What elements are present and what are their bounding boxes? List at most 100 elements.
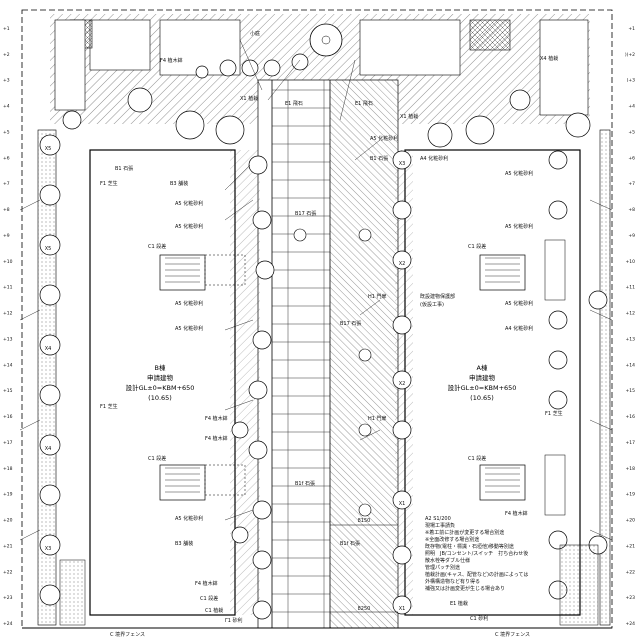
annotation: B1f 石張 bbox=[340, 541, 360, 547]
annotation: C1 砂利 bbox=[470, 615, 488, 622]
grid-marker: +17 bbox=[3, 440, 13, 446]
building-a-type: 申請建物 bbox=[469, 373, 496, 382]
building-b-elev: (10.65) bbox=[148, 394, 172, 402]
notes-block: A2 S1/200 現場工事請負 ※着工前に計画が変更する場合別途 ※全面改修す… bbox=[425, 516, 528, 592]
annotation: B3 舗装 bbox=[170, 180, 188, 187]
grid-marker: )+3 bbox=[627, 78, 636, 84]
tree-label: X1 bbox=[399, 501, 406, 507]
note-line: ※着工前に計画が変更する場合別途 bbox=[425, 529, 504, 536]
grid-marker: +13 bbox=[626, 336, 636, 342]
annotation: (仮設工事) bbox=[420, 301, 444, 308]
building-b-stair-2 bbox=[159, 464, 206, 501]
grid-marker: +14 bbox=[626, 362, 636, 368]
grid-marker: +8 bbox=[628, 207, 635, 213]
right-grid-markers: +1)(+2)+3+4+5+6+7+8+9+10+11+12+13+14+15+… bbox=[625, 26, 635, 627]
building-b-name: B棟 bbox=[155, 363, 166, 372]
top-tree-large bbox=[309, 23, 343, 57]
note-line: 既存物(電柱・標識・石垣他)移動等別途 bbox=[425, 543, 514, 550]
annotation: B1f 石張 bbox=[295, 481, 315, 487]
note-line: 散水栓等ダブル仕様 bbox=[425, 557, 470, 564]
grid-marker: +2 bbox=[3, 52, 10, 58]
grid-marker: +1 bbox=[628, 26, 635, 32]
grid-marker: +7 bbox=[628, 181, 635, 187]
grid-marker: +5 bbox=[3, 129, 10, 135]
tree-label: X5 bbox=[45, 146, 52, 152]
annotation: F4 植木鉢 bbox=[505, 510, 528, 517]
grid-marker: +6 bbox=[3, 155, 10, 161]
grid-marker: +14 bbox=[3, 362, 13, 368]
leader-lines bbox=[19, 39, 613, 541]
tree-label: X1 bbox=[399, 606, 406, 612]
dimension-label: 8250 bbox=[358, 606, 371, 612]
right-planting-strip bbox=[599, 129, 611, 626]
grid-marker: +22 bbox=[3, 569, 13, 575]
grid-marker: +16 bbox=[626, 414, 636, 420]
annotation: 小庭 bbox=[250, 30, 260, 37]
annotation: X1 植栽 bbox=[240, 95, 258, 102]
annotation: C1 段差 bbox=[148, 243, 166, 250]
grid-marker: +21 bbox=[3, 543, 13, 549]
grid-marker: +19 bbox=[626, 492, 636, 498]
tree-label: X4 bbox=[45, 446, 52, 452]
grid-marker: +13 bbox=[3, 336, 13, 342]
annotation: E1 植栽 bbox=[450, 600, 468, 607]
annotation: 既設建物保護部 bbox=[420, 293, 455, 300]
annotation: C 境界フェンス bbox=[495, 631, 530, 638]
annotation: F4 植木鉢 bbox=[195, 580, 218, 587]
annotation: A5 化粧砂利 bbox=[175, 515, 203, 522]
annotation: A5 化粧砂利 bbox=[505, 223, 533, 230]
annotation: A5 化粧砂利 bbox=[175, 300, 203, 307]
building-b-label: B棟 申請建物 設計GL±0=KBM+650 (10.65) bbox=[126, 363, 195, 402]
annotation: X4 植栽 bbox=[540, 55, 558, 62]
avenue-west-trees bbox=[231, 155, 275, 620]
grid-marker: +4 bbox=[3, 104, 10, 110]
grid-marker: +12 bbox=[3, 311, 13, 317]
avenue-east-trees bbox=[392, 150, 412, 615]
annotation: F1 芝生 bbox=[100, 180, 118, 187]
annotation: C1 段差 bbox=[148, 455, 166, 462]
grid-marker: +18 bbox=[3, 466, 13, 472]
annotation: F1 芝生 bbox=[100, 403, 118, 410]
grid-marker: +10 bbox=[626, 259, 636, 265]
grid-marker: +23 bbox=[3, 595, 13, 601]
tree-label: X3 bbox=[399, 161, 406, 167]
annotation: A5 化粧砂利 bbox=[505, 300, 533, 307]
annotation: F4 植木鉢 bbox=[205, 415, 228, 422]
annotation: A4 化粧砂利 bbox=[420, 155, 448, 162]
note-line: ※全面改修する場合別途 bbox=[425, 536, 479, 543]
annotation: C1 植栽 bbox=[205, 607, 223, 614]
grid-marker: +12 bbox=[626, 311, 636, 317]
building-a-label: A棟 申請建物 設計GL±0=KBM+650 (10.65) bbox=[448, 363, 517, 402]
annotation: C1 段差 bbox=[468, 455, 486, 462]
note-line: 補強又は計画変更が生じる場合あり bbox=[425, 585, 505, 592]
annotation: C 境界フェンス bbox=[110, 631, 145, 638]
grid-marker: +15 bbox=[626, 388, 636, 394]
note-line: 植栽計画(キャス、配管など)の計画によっては bbox=[425, 571, 528, 578]
annotation: H1 門扉 bbox=[368, 415, 387, 422]
annotation: B17 石張 bbox=[295, 211, 316, 217]
annotation: B1 石張 bbox=[370, 156, 388, 162]
building-a-name: A棟 bbox=[477, 363, 488, 372]
top-tree-row bbox=[62, 53, 591, 148]
annotation: E1 飛石 bbox=[285, 101, 303, 107]
annotation-labels: B1 石張 B3 舗装 A5 化粧砂利 A5 化粧砂利 C1 段差 A5 化粧砂… bbox=[100, 30, 563, 638]
note-line: A2 S1/200 bbox=[425, 516, 451, 522]
grid-marker: +5 bbox=[628, 129, 635, 135]
building-a-gl: 設計GL±0=KBM+650 bbox=[448, 383, 517, 392]
grid-marker: +20 bbox=[3, 518, 13, 524]
grid-marker: )(+2 bbox=[625, 52, 635, 58]
grid-marker: +8 bbox=[3, 207, 10, 213]
grid-marker: +24 bbox=[626, 621, 636, 627]
building-a-stair-1 bbox=[479, 254, 526, 291]
grid-marker: +9 bbox=[3, 233, 10, 239]
grid-marker: +4 bbox=[628, 104, 635, 110]
grid-marker: +17 bbox=[626, 440, 636, 446]
annotation: X1 植栽 bbox=[400, 113, 418, 120]
note-line: 現場工事請負 bbox=[425, 522, 455, 529]
annotation: A5 化粧砂利 bbox=[175, 223, 203, 230]
annotation: Γ1 砂利 bbox=[225, 617, 243, 624]
annotation: B3 舗装 bbox=[175, 540, 193, 547]
annotation: F4 植木鉢 bbox=[160, 57, 183, 64]
annotation: A5 化粧砂利 bbox=[175, 200, 203, 207]
